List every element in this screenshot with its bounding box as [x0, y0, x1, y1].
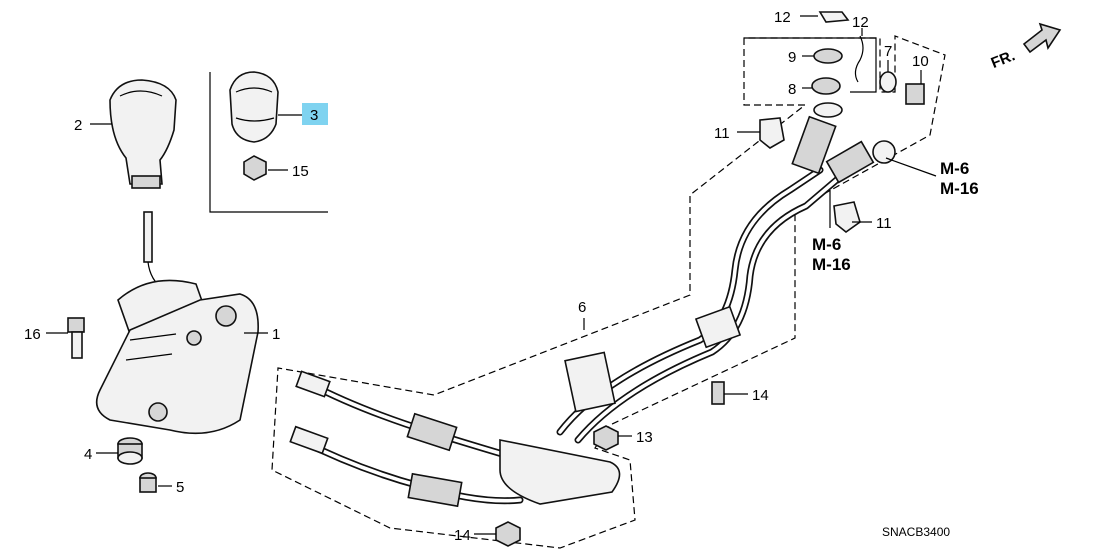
- collar-part-5: [139, 472, 157, 493]
- callout-4: 4: [84, 446, 92, 463]
- clip-part-11b: [833, 201, 861, 234]
- callout-3: 3: [310, 107, 318, 124]
- nut-part-14b: [495, 521, 521, 547]
- washer-part-7: [879, 71, 897, 93]
- cable-group-frame: [271, 35, 946, 549]
- clip-part-11a: [759, 117, 785, 149]
- front-label: FR.: [989, 47, 1018, 72]
- nut-part-14a: [593, 425, 619, 451]
- callout-6: 6: [578, 299, 586, 316]
- front-direction-indicator: FR.: [989, 22, 1062, 72]
- nut-part-13: [243, 155, 267, 181]
- callout-1: 1: [272, 326, 280, 343]
- bushing-part-4: [117, 437, 143, 465]
- ref-center-m16[interactable]: M-16: [812, 255, 851, 274]
- front-arrow-icon: [1022, 22, 1062, 54]
- callout-2: 2: [74, 117, 82, 134]
- pin-part-12b: [854, 35, 864, 83]
- callout-12-right: 12: [852, 14, 869, 31]
- diagram-code: SNACB3400: [882, 525, 950, 539]
- callout-3-highlight: [302, 103, 328, 125]
- ref-right-m16[interactable]: M-16: [940, 179, 979, 198]
- clip-group-frame: [744, 37, 877, 93]
- callout-11-right: 11: [876, 215, 892, 232]
- ref-center-m6[interactable]: M-6: [812, 235, 841, 254]
- callout-8: 8: [788, 81, 796, 98]
- knob-group-frame: [209, 72, 328, 213]
- callout-11-left: 11: [714, 125, 730, 142]
- bolt-part-10: [905, 83, 925, 105]
- washer-part-9: [813, 48, 843, 64]
- nut-part-15: [711, 381, 725, 405]
- callout-14-lower: 14: [454, 527, 471, 544]
- shift-knob-part-3: [229, 71, 279, 143]
- bolt-part-16: [67, 317, 85, 359]
- callout-16: 16: [24, 326, 41, 343]
- callout-10: 10: [912, 53, 929, 70]
- ref-right-m6[interactable]: M-6: [940, 159, 969, 178]
- callout-13: 15: [292, 163, 309, 180]
- callout-7: 7: [884, 43, 892, 60]
- callout-14-upper: 13: [636, 429, 653, 446]
- callout-5: 5: [176, 479, 184, 496]
- callout-15: 14: [752, 387, 769, 404]
- callout-9: 9: [788, 49, 796, 66]
- callout-12-left: 12: [774, 9, 791, 26]
- shift-knob-part-2: [109, 79, 177, 189]
- cable-assembly-part-6: [289, 115, 896, 508]
- shift-lever-part-1: [95, 211, 259, 435]
- bushing-part-8: [811, 77, 843, 118]
- clip-part-12a: [818, 11, 850, 23]
